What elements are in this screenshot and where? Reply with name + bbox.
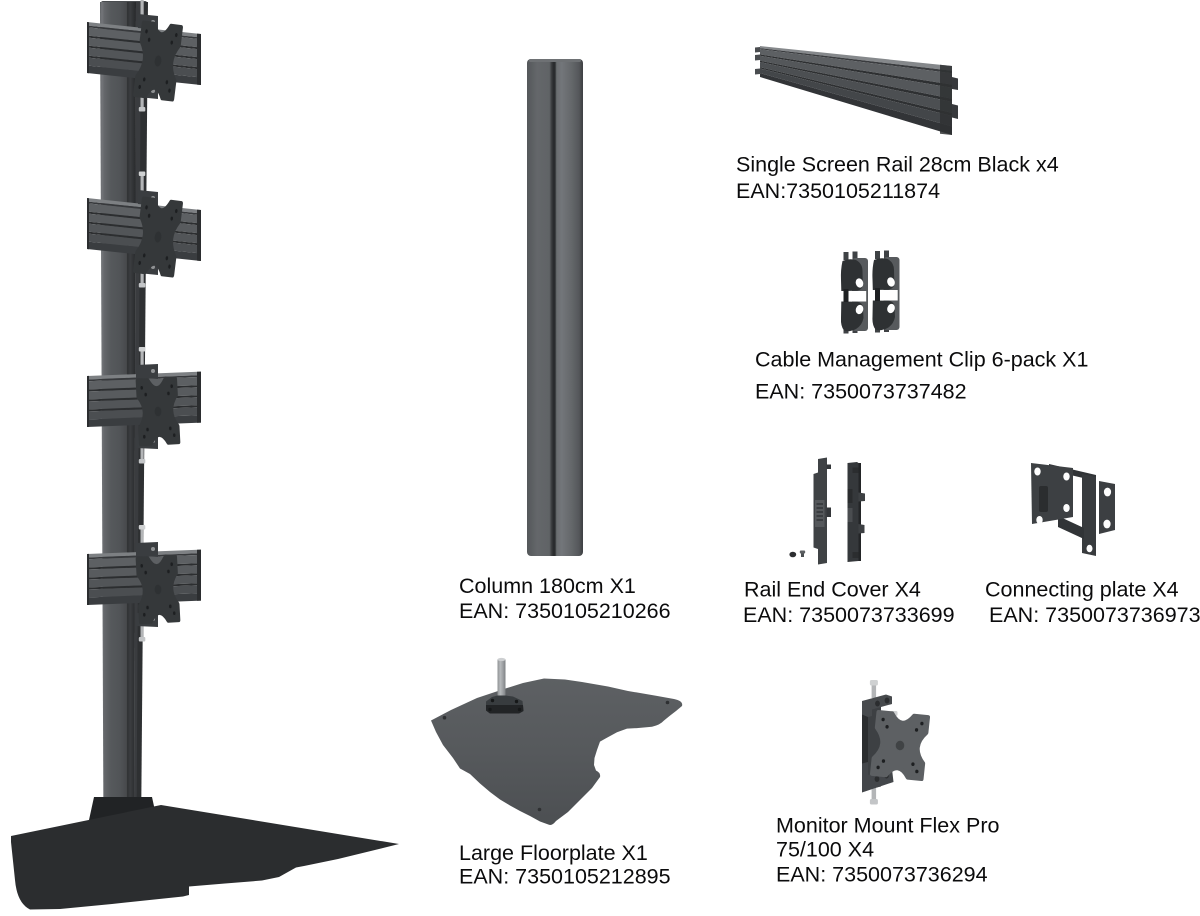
svg-text:EAN: 7350073737482: EAN: 7350073737482 — [755, 380, 967, 404]
svg-text:Single Screen Rail 28cm Black: Single Screen Rail 28cm Black x4 — [736, 152, 1059, 176]
svg-text:EAN: 7350105212895: EAN: 7350105212895 — [459, 865, 671, 889]
svg-text:Cable Management Clip 6-pack X: Cable Management Clip 6-pack X1 — [755, 347, 1088, 371]
svg-text:EAN: 7350073733699: EAN: 7350073733699 — [743, 603, 955, 627]
svg-text:75/100 X4: 75/100 X4 — [776, 838, 874, 862]
svg-text:EAN:7350105211874: EAN:7350105211874 — [736, 179, 940, 203]
svg-text:Connecting plate X4: Connecting plate X4 — [985, 577, 1179, 601]
svg-text:Rail End Cover X4: Rail End Cover X4 — [744, 577, 921, 601]
svg-text:Column 180cm X1: Column 180cm X1 — [459, 574, 636, 598]
svg-text:EAN: 7350105210266: EAN: 7350105210266 — [459, 599, 671, 623]
svg-text:EAN: 7350073736973: EAN: 7350073736973 — [989, 603, 1200, 627]
svg-text:Monitor Mount Flex Pro: Monitor Mount Flex Pro — [776, 813, 999, 837]
svg-text:EAN: 7350073736294: EAN: 7350073736294 — [776, 863, 988, 887]
svg-text:Large Floorplate X1: Large Floorplate X1 — [459, 841, 648, 865]
